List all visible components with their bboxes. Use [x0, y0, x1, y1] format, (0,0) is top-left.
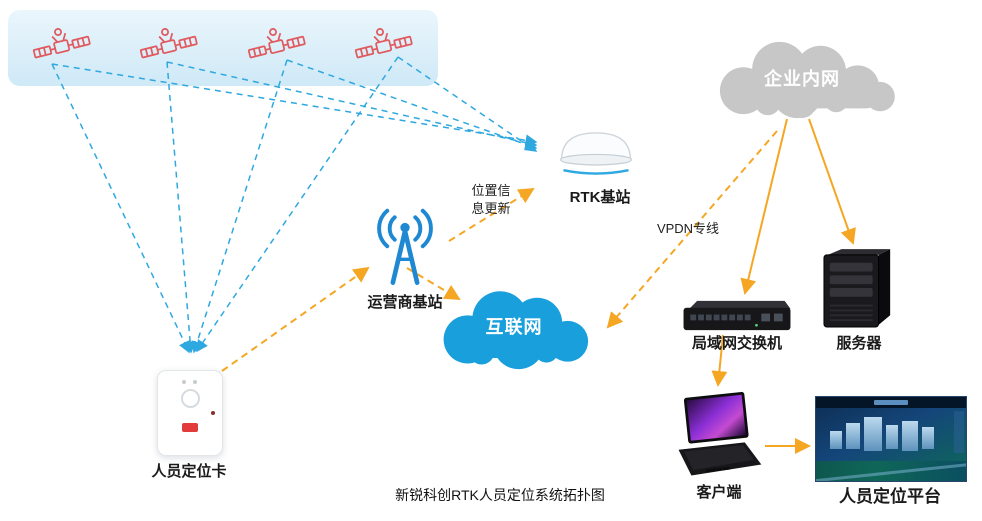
- platform-label: 人员定位平台: [839, 487, 941, 506]
- server-icon: [822, 246, 896, 332]
- satellite-icon: [31, 22, 93, 74]
- diagram-title: 新锐科创RTK人员定位系统拓扑图: [395, 487, 605, 503]
- position-update-line1: 位置信: [471, 183, 511, 198]
- rtk-station-label: RTK基站: [569, 189, 631, 206]
- lan-switch-icon: [683, 298, 791, 333]
- building: [864, 417, 882, 451]
- vpdn-label: VPDN专线: [656, 221, 720, 236]
- satellite-icon: [138, 22, 200, 74]
- building: [922, 427, 934, 449]
- card-sos-button: [182, 423, 198, 432]
- building: [846, 423, 860, 449]
- operator-station-icon: [363, 206, 447, 292]
- position-update-line2: 息更新: [471, 200, 511, 216]
- card-led: [211, 411, 215, 415]
- card-speaker-ring: [181, 389, 200, 408]
- enterprise-cloud-icon: [698, 36, 906, 122]
- positioning-card-label: 人员定位卡: [151, 463, 227, 480]
- gnss-links-to-card: [51, 56, 399, 354]
- lan-switch-label: 局域网交换机: [691, 335, 782, 352]
- platform-side-panel: [954, 411, 964, 453]
- building: [830, 431, 842, 449]
- satellite-icon: [353, 22, 415, 74]
- enterprise-cloud-label: 企业内网: [764, 69, 840, 89]
- positioning-card-icon: [157, 370, 223, 456]
- rtk-antenna-icon: [552, 126, 640, 180]
- building: [902, 421, 918, 451]
- satellite-icon: [246, 22, 308, 74]
- building: [886, 425, 898, 449]
- server-label: 服务器: [836, 335, 882, 352]
- client-laptop-icon: [673, 388, 765, 482]
- card-dot: [182, 380, 186, 384]
- client-label: 客户端: [696, 484, 742, 501]
- internet-cloud-label: 互联网: [485, 317, 543, 337]
- internet-cloud-icon: [428, 282, 600, 370]
- position-update-label: 位置信 息更新: [458, 182, 524, 217]
- platform-screenshot: [815, 396, 967, 482]
- card-dot: [193, 380, 197, 384]
- satellite-strip: [8, 10, 438, 86]
- platform-title-bar: [874, 400, 908, 405]
